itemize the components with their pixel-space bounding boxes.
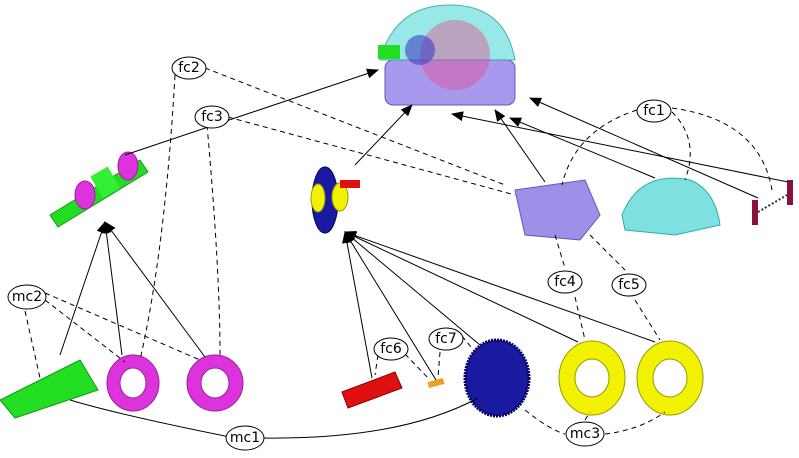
label-fc2: fc2 bbox=[171, 56, 207, 80]
label-mc2: mc2 bbox=[7, 284, 47, 310]
input-shaft bbox=[0, 359, 99, 419]
svg-text:mc2: mc2 bbox=[12, 289, 42, 305]
bearing-magenta-1 bbox=[106, 354, 160, 412]
label-mc1: mc1 bbox=[225, 425, 265, 451]
svg-text:fc2: fc2 bbox=[178, 60, 200, 76]
input-shaft-assembly bbox=[49, 151, 149, 228]
housing-base bbox=[514, 179, 601, 241]
label-fc5: fc5 bbox=[611, 273, 647, 297]
bearing-magenta-2 bbox=[186, 354, 244, 412]
label-mc3: mc3 bbox=[565, 421, 605, 447]
gearbox-assembly bbox=[378, 4, 516, 106]
svg-text:fc3: fc3 bbox=[201, 109, 223, 125]
output-shaft-assembly bbox=[310, 166, 360, 234]
svg-text:fc4: fc4 bbox=[554, 274, 576, 290]
output-shaft bbox=[341, 371, 403, 409]
label-fc6: fc6 bbox=[373, 337, 409, 361]
screws bbox=[752, 180, 793, 225]
svg-text:mc1: mc1 bbox=[230, 430, 260, 446]
label-fc3: fc3 bbox=[194, 105, 230, 129]
label-fc7: fc7 bbox=[428, 327, 464, 351]
constraint-lines bbox=[24, 67, 773, 435]
assembly-arrows bbox=[59, 68, 789, 439]
svg-text:fc6: fc6 bbox=[380, 341, 402, 357]
bearing-yellow-1 bbox=[558, 340, 626, 416]
label-fc4: fc4 bbox=[547, 270, 583, 294]
svg-text:fc7: fc7 bbox=[435, 331, 457, 347]
label-fc1: fc1 bbox=[636, 99, 672, 123]
svg-text:fc5: fc5 bbox=[618, 277, 640, 293]
housing-cover bbox=[621, 177, 721, 236]
svg-text:fc1: fc1 bbox=[643, 103, 665, 119]
gear bbox=[463, 338, 531, 418]
bearing-yellow-2 bbox=[636, 340, 704, 416]
svg-text:mc3: mc3 bbox=[570, 426, 600, 442]
key bbox=[427, 378, 445, 388]
